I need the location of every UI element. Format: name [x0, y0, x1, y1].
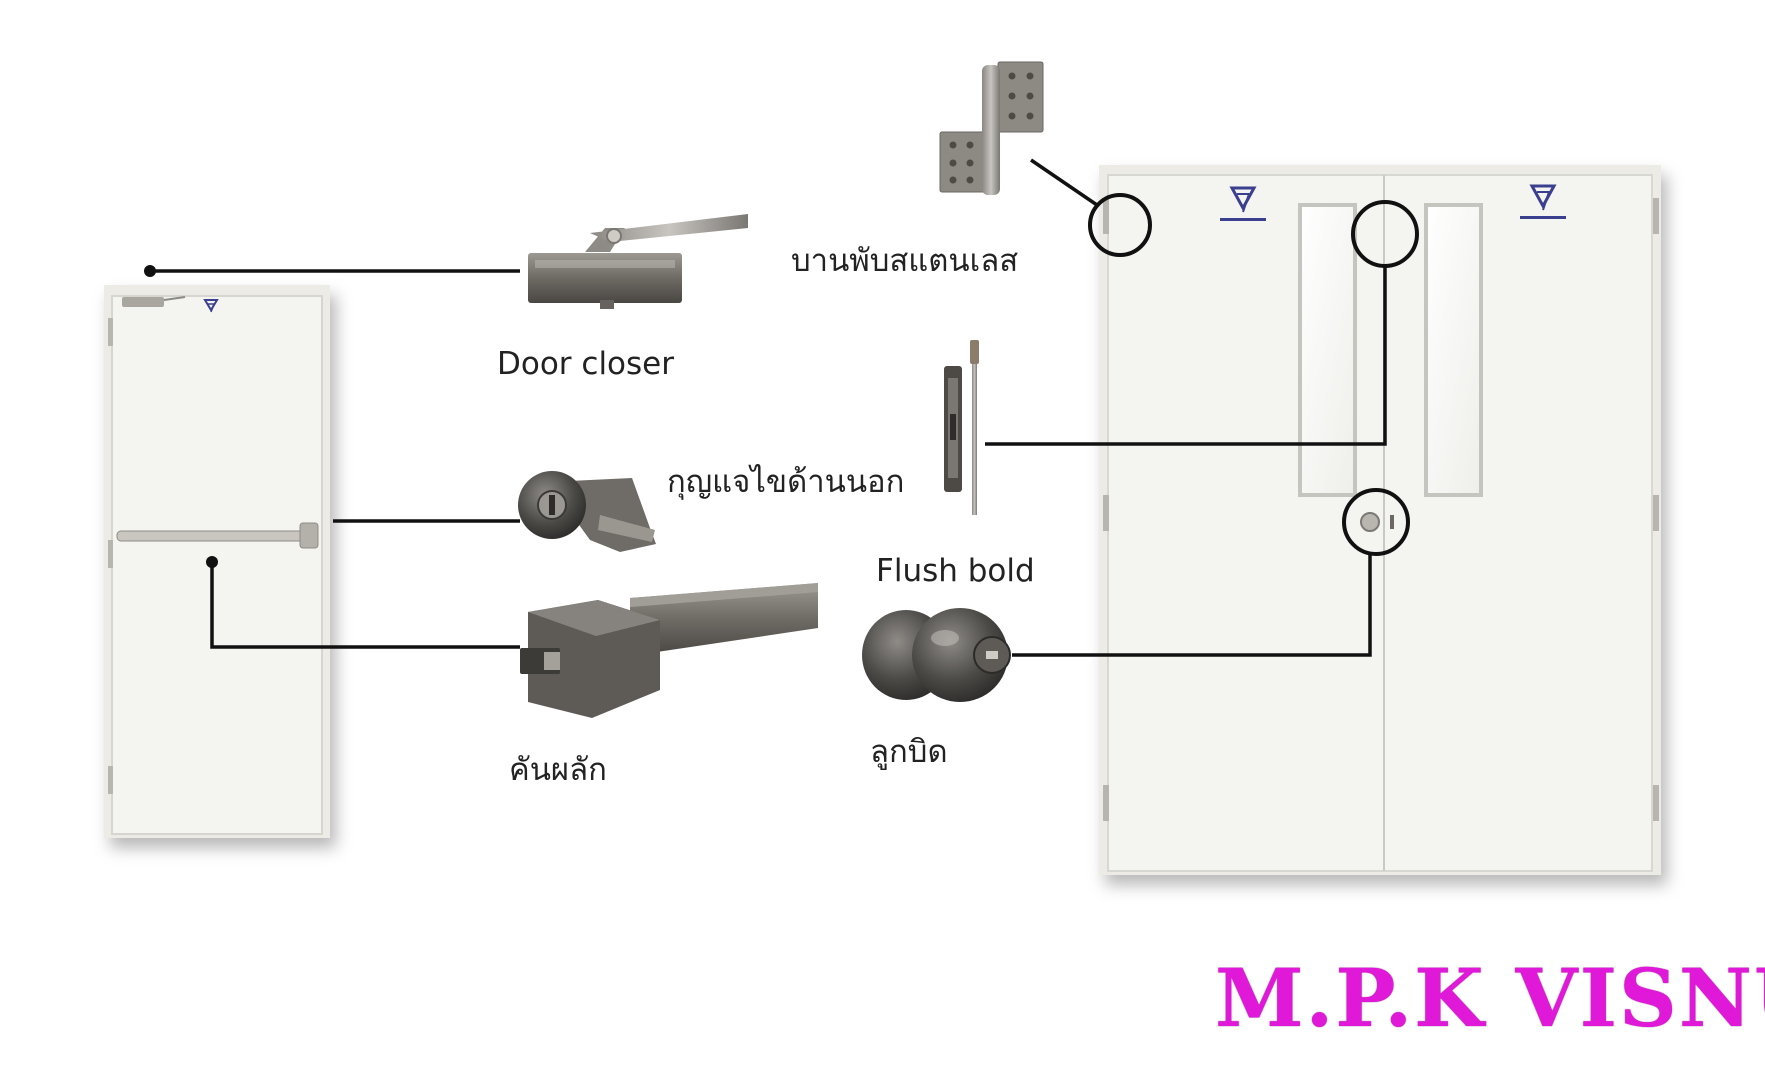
knob-ball [912, 608, 1008, 702]
brand-watermark: M.P.K VISNU [1215, 951, 1765, 1045]
knob-leader [1012, 554, 1372, 657]
door-closer-dot [144, 265, 156, 277]
flush-bolt-leader [985, 266, 1387, 446]
door-closer-label: Door closer [497, 346, 674, 382]
double-door-hinge-2 [1103, 495, 1109, 531]
hinge-leaf-left [939, 131, 986, 193]
single-door-hinge-mid [108, 540, 113, 568]
double-fire-door [1088, 165, 1661, 875]
double-door-hinge-3 [1103, 785, 1109, 821]
mini-door-closer-arm [163, 296, 186, 301]
flush-bolt-rod [972, 340, 977, 515]
outside-key-lock-label: กุญแจไขด้านนอก [667, 464, 905, 500]
mini-latch-icon [1390, 515, 1394, 529]
door-logo-icon [1520, 184, 1566, 219]
door-logo-icon [203, 299, 219, 313]
double-door-hinge-5 [1653, 495, 1659, 531]
outside-key-lock-image [518, 471, 656, 552]
double-door-hinge-6 [1653, 785, 1659, 821]
door-logo-icon [1220, 186, 1266, 221]
hinge-leader [1030, 158, 1098, 207]
mini-panic-bar [116, 530, 313, 542]
single-door-hinge-bottom [108, 766, 113, 794]
mini-knob-icon [1360, 512, 1380, 532]
mini-panic-bar-end [299, 522, 319, 549]
flush-bolt-label: Flush bold [876, 553, 1035, 589]
double-door-hinge-1 [1103, 198, 1109, 234]
single-door-hinge-top [108, 318, 113, 346]
hinge-knuckle [982, 65, 1000, 195]
hinge-callout-circle [1088, 193, 1152, 257]
knob-callout-circle [1342, 488, 1410, 556]
door-closer-arm [590, 214, 748, 242]
panic-bar-label: คันผลัก [509, 752, 607, 788]
stainless-hinge-image [939, 61, 1044, 195]
panic-bar-dot [206, 556, 218, 568]
panic-bar-end-cap [528, 600, 660, 718]
leader-lines [150, 158, 1387, 657]
panic-bar-leader [210, 562, 520, 649]
flush-bolt-image [944, 340, 979, 515]
stainless-hinge-label: บานพับสแตนเลส [791, 243, 1019, 279]
flush-bolt-tip [970, 340, 979, 364]
knob-lock-label: ลูกบิด [870, 734, 948, 770]
vision-panel-left [1298, 203, 1357, 497]
hinge-leaf-right [997, 61, 1044, 133]
double-door-hinge-4 [1653, 198, 1659, 234]
vision-panel-right [1424, 203, 1483, 497]
mini-door-closer [122, 297, 164, 307]
door-closer-image [528, 214, 748, 309]
key-cylinder-icon [986, 651, 998, 659]
panic-bar-image [520, 583, 818, 718]
knob-lock-image [862, 608, 1011, 702]
